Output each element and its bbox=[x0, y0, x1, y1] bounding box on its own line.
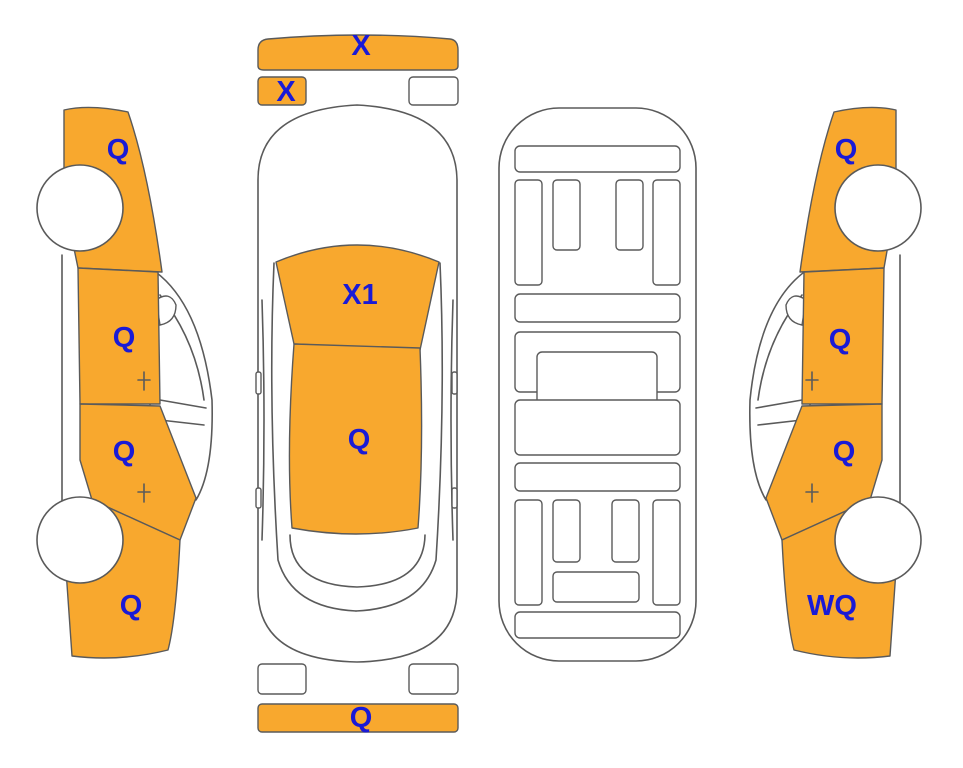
left-rear-wheel bbox=[36, 496, 124, 584]
underbody-slot-7 bbox=[611, 499, 640, 563]
hood-panel[interactable] bbox=[275, 244, 440, 351]
top-view-rear-window bbox=[289, 534, 426, 588]
underbody-left-rail-2 bbox=[514, 399, 681, 456]
roof-panel[interactable] bbox=[288, 343, 423, 535]
right-front-handle bbox=[805, 371, 819, 391]
right-side-window-line-2 bbox=[755, 399, 803, 409]
underbody-rear-box bbox=[552, 571, 640, 603]
top-view-car bbox=[255, 104, 458, 663]
front-left-corner-panel[interactable] bbox=[257, 76, 307, 106]
left-front-door-code: Q bbox=[113, 322, 136, 354]
right-front-wheel bbox=[834, 164, 922, 252]
top-view-inner-right bbox=[355, 262, 444, 612]
right-front-door-code: Q bbox=[829, 324, 852, 356]
underbody-slot-3 bbox=[615, 179, 644, 251]
left-front-door-panel[interactable] bbox=[77, 267, 161, 405]
underbody-cross-1 bbox=[514, 293, 681, 323]
right-side-window-line-3 bbox=[757, 419, 803, 426]
rear-bumper-group bbox=[257, 663, 459, 733]
underbody-slot-4 bbox=[652, 179, 681, 286]
top-view-mirror-left bbox=[255, 371, 262, 395]
front-bumper-panel[interactable] bbox=[257, 34, 459, 71]
front-bumper-group bbox=[257, 34, 459, 106]
left-rear-door-code: Q bbox=[113, 436, 136, 468]
right-rear-handle bbox=[805, 483, 819, 503]
front-bumper-code: X bbox=[351, 30, 371, 62]
underbody-slot-8 bbox=[652, 499, 681, 606]
rear-left-corner-panel[interactable] bbox=[257, 663, 307, 695]
top-view-door-line-left bbox=[261, 299, 265, 541]
underbody-rear-bar bbox=[514, 611, 681, 639]
underbody-slot-5 bbox=[514, 499, 543, 606]
rear-bumper-panel[interactable] bbox=[257, 703, 459, 733]
left-rear-quarter-code: Q bbox=[120, 590, 143, 622]
left-rear-handle bbox=[137, 483, 151, 503]
left-front-wheel bbox=[36, 164, 124, 252]
top-view-handle-left bbox=[255, 487, 262, 509]
right-side-view bbox=[749, 106, 922, 659]
left-side-window-line-3 bbox=[159, 419, 205, 426]
front-right-corner-panel[interactable] bbox=[408, 76, 459, 106]
top-view-mirror-right bbox=[451, 371, 458, 395]
underbody-cross-2 bbox=[514, 462, 681, 492]
left-side-view bbox=[36, 106, 213, 659]
right-front-fender-code: Q bbox=[835, 134, 858, 166]
right-rear-door-code: Q bbox=[833, 436, 856, 468]
underbody-slot-6 bbox=[552, 499, 581, 563]
rear-bumper-code: Q bbox=[350, 702, 373, 734]
underbody-slot-1 bbox=[514, 179, 543, 286]
right-side-mirror bbox=[785, 295, 807, 326]
left-front-fender-code: Q bbox=[107, 134, 130, 166]
left-front-handle bbox=[137, 371, 151, 391]
left-side-window-line-2 bbox=[159, 399, 207, 409]
left-side-mirror bbox=[155, 295, 177, 326]
top-view-handle-right bbox=[451, 487, 458, 509]
underbody-view bbox=[498, 107, 697, 662]
right-front-door-panel[interactable] bbox=[801, 267, 885, 405]
underbody-slot-2 bbox=[552, 179, 581, 251]
rear-right-corner-panel[interactable] bbox=[408, 663, 459, 695]
underbody-front-bar bbox=[514, 145, 681, 173]
damage-labels: X X X1 Q Q Q Q Q Q Q Q Q WQ bbox=[107, 30, 858, 734]
roof-code: Q bbox=[348, 424, 371, 456]
top-view-inner-left bbox=[270, 262, 357, 612]
right-rear-wheel bbox=[834, 496, 922, 584]
right-rear-quarter-code: WQ bbox=[807, 590, 857, 622]
top-view-door-line-right bbox=[450, 299, 454, 541]
hood-code: X1 bbox=[342, 279, 377, 311]
front-left-corner-code: X bbox=[276, 76, 296, 108]
